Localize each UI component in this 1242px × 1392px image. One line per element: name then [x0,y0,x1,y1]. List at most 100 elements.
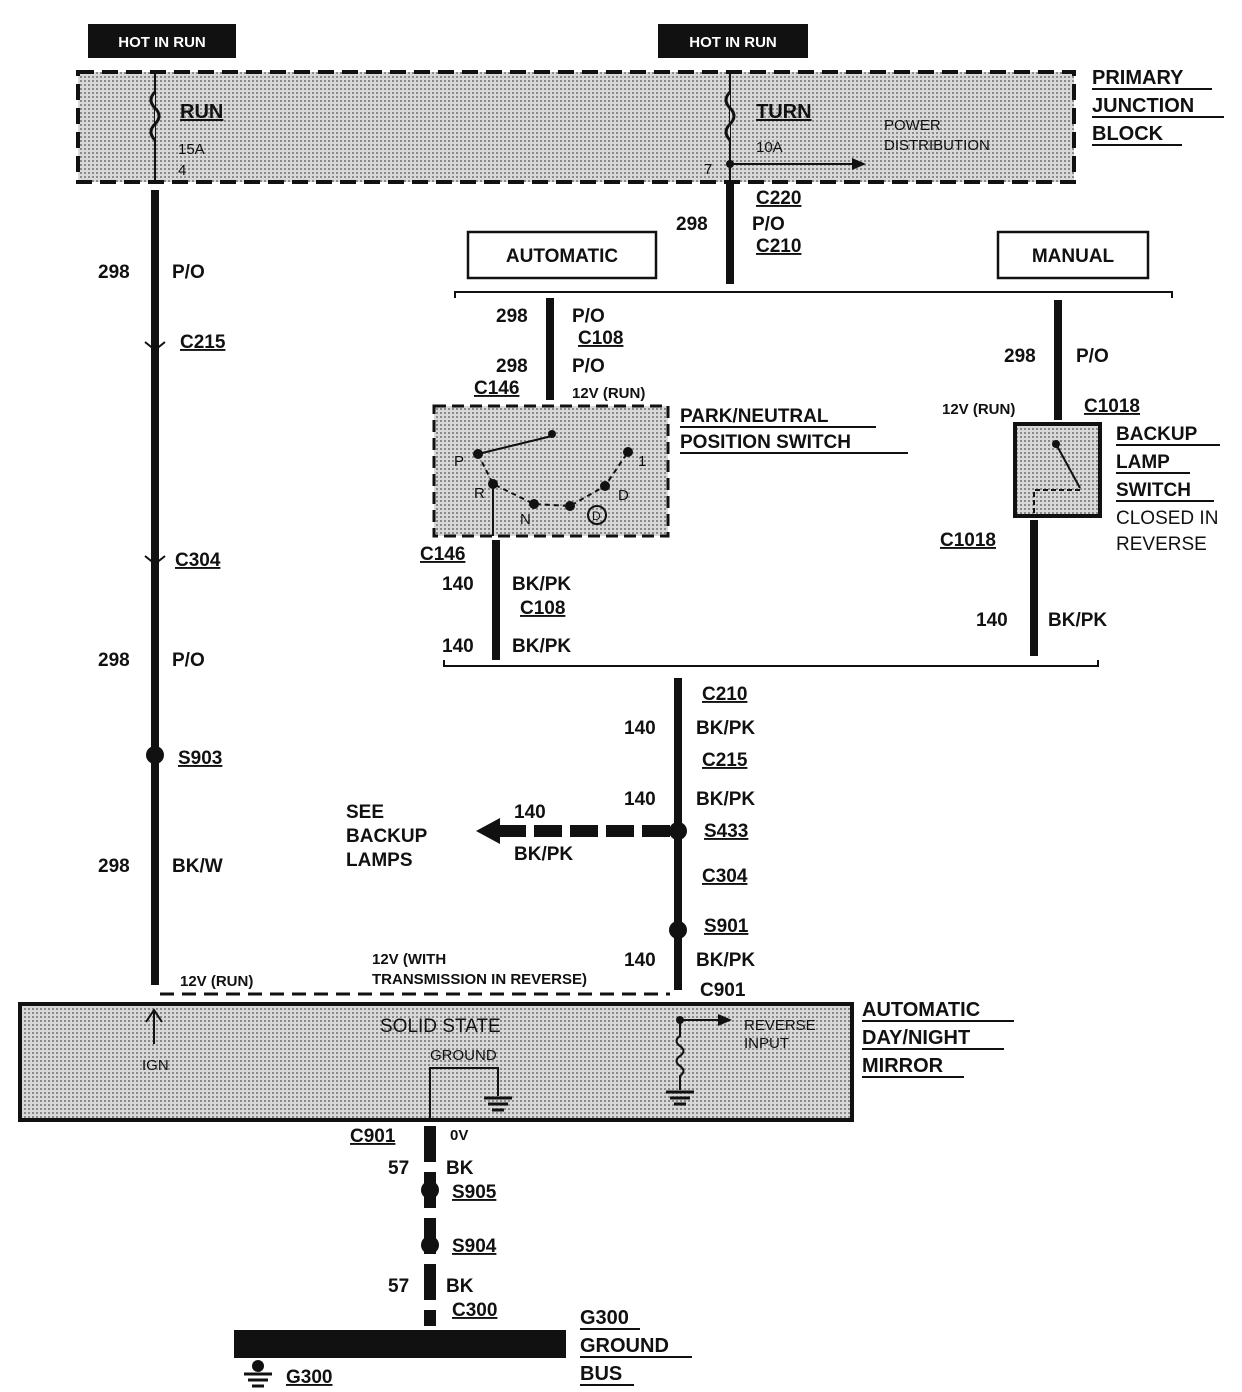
mirror-ign: IGN [142,1057,169,1074]
auto-c108: C108 [578,328,623,349]
hot-in-run-right-badge: HOT IN RUN [658,24,808,58]
see-backup-3: LAMPS [346,850,413,871]
splice-s905-dot [421,1181,439,1199]
bottom-merge-bracket [443,660,1099,667]
top-split-bracket [454,291,1173,298]
gp-w2-color: BK [446,1276,474,1297]
auto-w3-color: BK/PK [512,574,571,595]
splice-s901-dot [669,921,687,939]
left-wire-298 [144,190,166,985]
manual-w2-color: BK/PK [1048,610,1107,631]
fuse-turn-icon [724,90,736,142]
left-w3-num: 298 [98,856,130,877]
ground-symbol-icon [666,1090,694,1106]
manual-w2-num: 140 [976,610,1008,631]
backup-switch-note-2: REVERSE [1116,534,1207,555]
manual-c1018-top: C1018 [1084,396,1140,417]
pos-1: 1 [638,453,646,470]
auto-w1-num: 298 [496,306,528,327]
auto-voltage: 12V (RUN) [572,385,645,402]
mirror-title-3: MIRROR [862,1055,944,1077]
arrow-left-icon [476,818,500,844]
backup-switch-title-3: SWITCH [1116,480,1191,501]
backup-switch-title-1: BACKUP [1116,424,1198,445]
fuse-turn-label: TURN [756,101,812,123]
gp-zero-v: 0V [450,1127,468,1144]
pos-n: N [520,511,531,528]
gp-w1-color: BK [446,1158,474,1179]
backup-switch-title-2: LAMP [1116,452,1170,473]
backup-switch-note-1: CLOSED IN [1116,508,1218,529]
cb-c210: C210 [702,684,747,705]
splice-s433-dot [669,822,687,840]
gp-g300: G300 [286,1367,332,1388]
cb-w1-num: 140 [624,718,656,739]
cb-w1-color: BK/PK [696,718,755,739]
cb-w2-color: BK/PK [696,789,755,810]
left-w1-color: P/O [172,262,205,283]
day-night-mirror-block: IGN SOLID STATE GROUND REVERSE INPUT [18,1002,854,1122]
hot-in-run-left-badge: HOT IN RUN [88,24,236,58]
left-w1-num: 298 [98,262,130,283]
power-distribution-label-2: DISTRIBUTION [884,137,990,154]
park-neutral-position-switch: P R N D 1 D [432,404,670,538]
ground-g300-icon [244,1360,272,1388]
see-backup-1: SEE [346,802,384,823]
fuse-run-icon [149,90,161,142]
center-w-color: P/O [752,214,785,235]
mirror-solid-state: SOLID STATE [380,1016,501,1037]
pjb-title-1: PRIMARY [1092,67,1184,89]
splice-s903-dot [146,746,164,764]
left-s903: S903 [178,748,222,769]
mirror-title-2: DAY/NIGHT [862,1027,970,1049]
mirror-ground: GROUND [430,1047,497,1064]
reverse-input-1: REVERSE [744,1017,816,1034]
bus-title-1: G300 [580,1307,629,1329]
automatic-box [466,230,658,280]
cb-c304: C304 [702,866,748,887]
auto-c146: C146 [474,378,519,399]
auto-c108-bottom: C108 [520,598,565,619]
pjb-title-2: JUNCTION [1092,95,1194,117]
cb-voltage-2: TRANSMISSION IN REVERSE) [372,971,587,988]
resistor-icon [675,1020,685,1090]
pos-overdrive: D [592,509,601,523]
manual-label: MANUAL [1032,246,1115,267]
cb-c901: C901 [700,980,746,1001]
svg-text:HOT IN RUN: HOT IN RUN [118,34,206,51]
auto-w3-num: 140 [442,574,474,595]
fuse-run-rating: 15A [178,141,205,158]
gp-s904: S904 [452,1236,497,1257]
cb-w3-color: BK/PK [696,950,755,971]
automatic-label: AUTOMATIC [506,246,619,267]
splice-s904-dot [421,1236,439,1254]
manual-w1-num: 298 [1004,346,1036,367]
left-w2-color: P/O [172,650,205,671]
auto-w1-color: P/O [572,306,605,327]
cb-c215: C215 [702,750,748,771]
fuse-run-pin: 4 [178,162,186,179]
see-backup-2: BACKUP [346,826,428,847]
left-c304: C304 [175,550,221,571]
auto-w4-num: 140 [442,636,474,657]
backup-lamps-branch [476,818,670,844]
cb-s433: S433 [704,821,748,842]
manual-voltage: 12V (RUN) [942,401,1015,418]
fuse-run-label: RUN [180,101,223,123]
svg-text:HOT IN RUN: HOT IN RUN [689,34,777,51]
gp-c901: C901 [350,1126,396,1147]
left-c215: C215 [180,332,226,353]
cb-voltage-1: 12V (WITH [372,951,446,968]
left-voltage: 12V (RUN) [180,973,253,990]
ground-symbol-icon [484,1096,512,1112]
ground-bus-bar [234,1330,566,1358]
pos-r: R [474,485,485,502]
bus-title-2: GROUND [580,1335,669,1357]
backup-color: BK/PK [514,844,573,865]
mirror-title-1: AUTOMATIC [862,999,980,1021]
manual-c1018-bottom: C1018 [940,530,996,551]
auto-w4-color: BK/PK [512,636,571,657]
center-w-num: 298 [676,214,708,235]
pos-p: P [454,453,464,470]
